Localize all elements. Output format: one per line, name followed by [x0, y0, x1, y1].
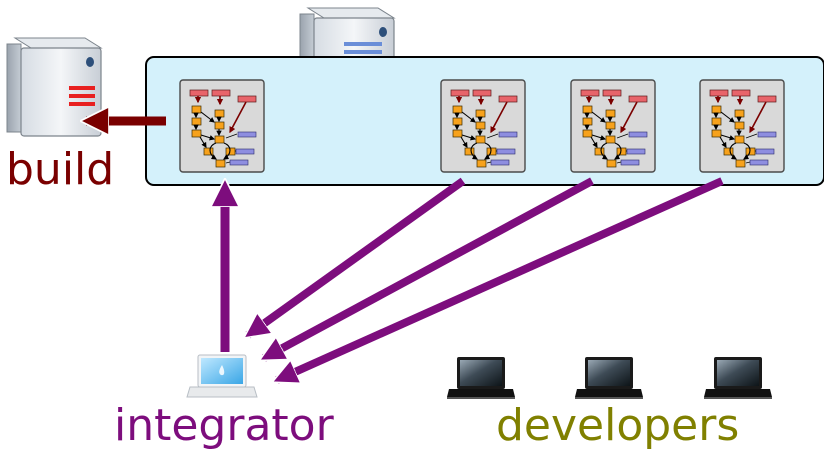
developers-label: developers	[496, 400, 740, 451]
developer-repo-graph-icon-1	[441, 80, 525, 172]
pull-arrow-1	[248, 177, 466, 335]
developer-laptop-icon-2	[575, 357, 643, 399]
build-label: build	[6, 144, 115, 195]
integrator-laptop-icon	[186, 354, 258, 398]
pull-arrow-2	[264, 177, 594, 362]
developer-laptop-icon-3	[704, 357, 772, 399]
developer-repo-graph-icon-3	[700, 80, 784, 172]
build-server-icon	[6, 37, 102, 137]
integrator-label: integrator	[114, 400, 334, 451]
pull-arrow-3	[277, 177, 724, 380]
developer-laptop-icon-1	[447, 357, 515, 399]
developer-repo-graph-icon-2	[571, 80, 655, 172]
integrator-repo-graph-icon	[180, 80, 264, 172]
